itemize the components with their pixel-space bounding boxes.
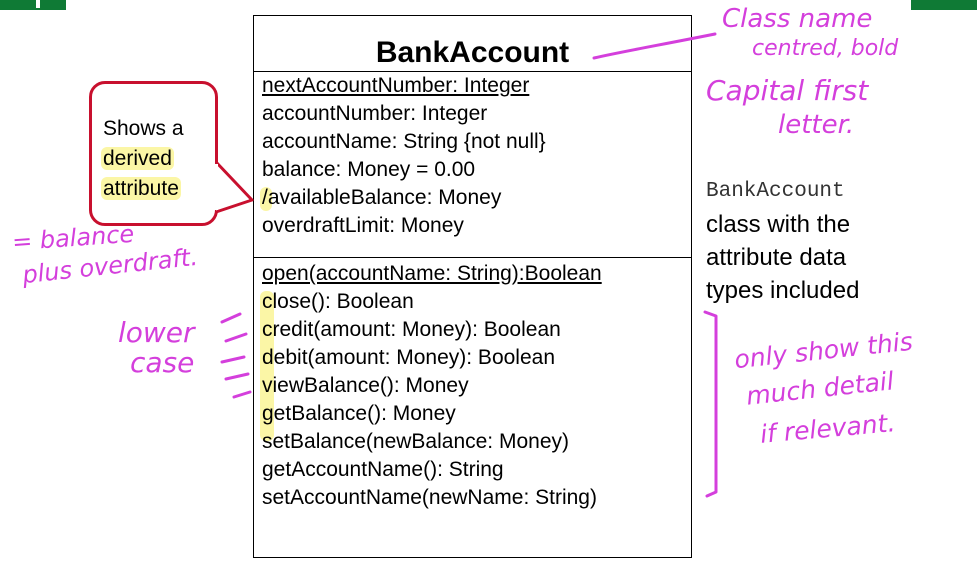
annotation-class-name-3: Capital first [706,74,869,107]
lowercase-dash-1 [220,312,242,324]
detail-bracket [703,310,718,498]
annotation-case: case [130,346,195,379]
operation-get-account-name: getAccountName(): String [262,458,504,481]
attribute-account-name: accountName: String {not null} [262,130,546,153]
side-note-line-2: attribute data [706,244,847,271]
lowercase-highlight [260,291,274,441]
annotation-detail-3: if relevant. [758,408,897,449]
callout-derived-text: derived [101,147,174,170]
operations-divider [254,257,691,258]
derived-attribute-callout: Shows a derived attribute [89,81,218,226]
attribute-available-balance: /availableBalance: Money [260,185,502,211]
side-note-line-3: types included [706,277,860,304]
operation-credit: credit(amount: Money): Boolean [262,318,561,341]
attribute-overdraft-limit: overdraftLimit: Money [262,214,464,237]
uml-class-box: BankAccount nextAccountNumber: Integer a… [253,15,692,558]
attribute-account-number: accountNumber: Integer [262,102,488,125]
side-note-code: BankAccount [706,180,845,203]
callout-attribute-text: attribute [101,177,181,200]
attribute-available-balance-text: /availableBalance: Money [262,186,502,209]
callout-line-1: Shows a [103,117,184,140]
annotation-detail-2: much detail [744,366,896,411]
annotation-class-name-1: Class name [722,4,873,34]
side-note: BankAccount class with the attribute dat… [706,175,859,307]
class-name: BankAccount [375,36,570,69]
corner-tab-left [0,0,66,10]
attributes-divider [254,71,691,72]
lowercase-dash-2 [224,332,248,343]
derived-highlight [260,187,272,211]
operation-debit: debit(amount: Money): Boolean [262,346,556,369]
callout-line-2: derived [101,144,184,174]
lowercase-dash-5 [232,390,252,399]
annotation-class-name-4: letter. [778,110,855,140]
callout-line-3: attribute [101,174,184,204]
annotation-class-name-2: centred, bold [752,36,899,61]
annotation-lower: lower [118,316,195,349]
operation-set-account-name: setAccountName(newName: String) [262,486,597,509]
operation-view-balance: viewBalance(): Money [262,374,469,397]
lowercase-dash-3 [220,355,246,364]
attribute-next-account-number: nextAccountNumber: Integer [262,74,530,97]
lowercase-dash-4 [224,372,250,381]
attribute-balance: balance: Money = 0.00 [262,158,476,181]
operation-get-balance: getBalance(): Money [262,402,456,425]
operation-open: open(accountName: String):Boolean [262,262,602,285]
side-note-line-1: class with the [706,211,851,238]
corner-tab-right [911,0,977,10]
operation-set-balance: setBalance(newBalance: Money) [262,430,570,453]
operation-close: close(): Boolean [262,290,414,313]
callout-pointer [214,160,254,214]
